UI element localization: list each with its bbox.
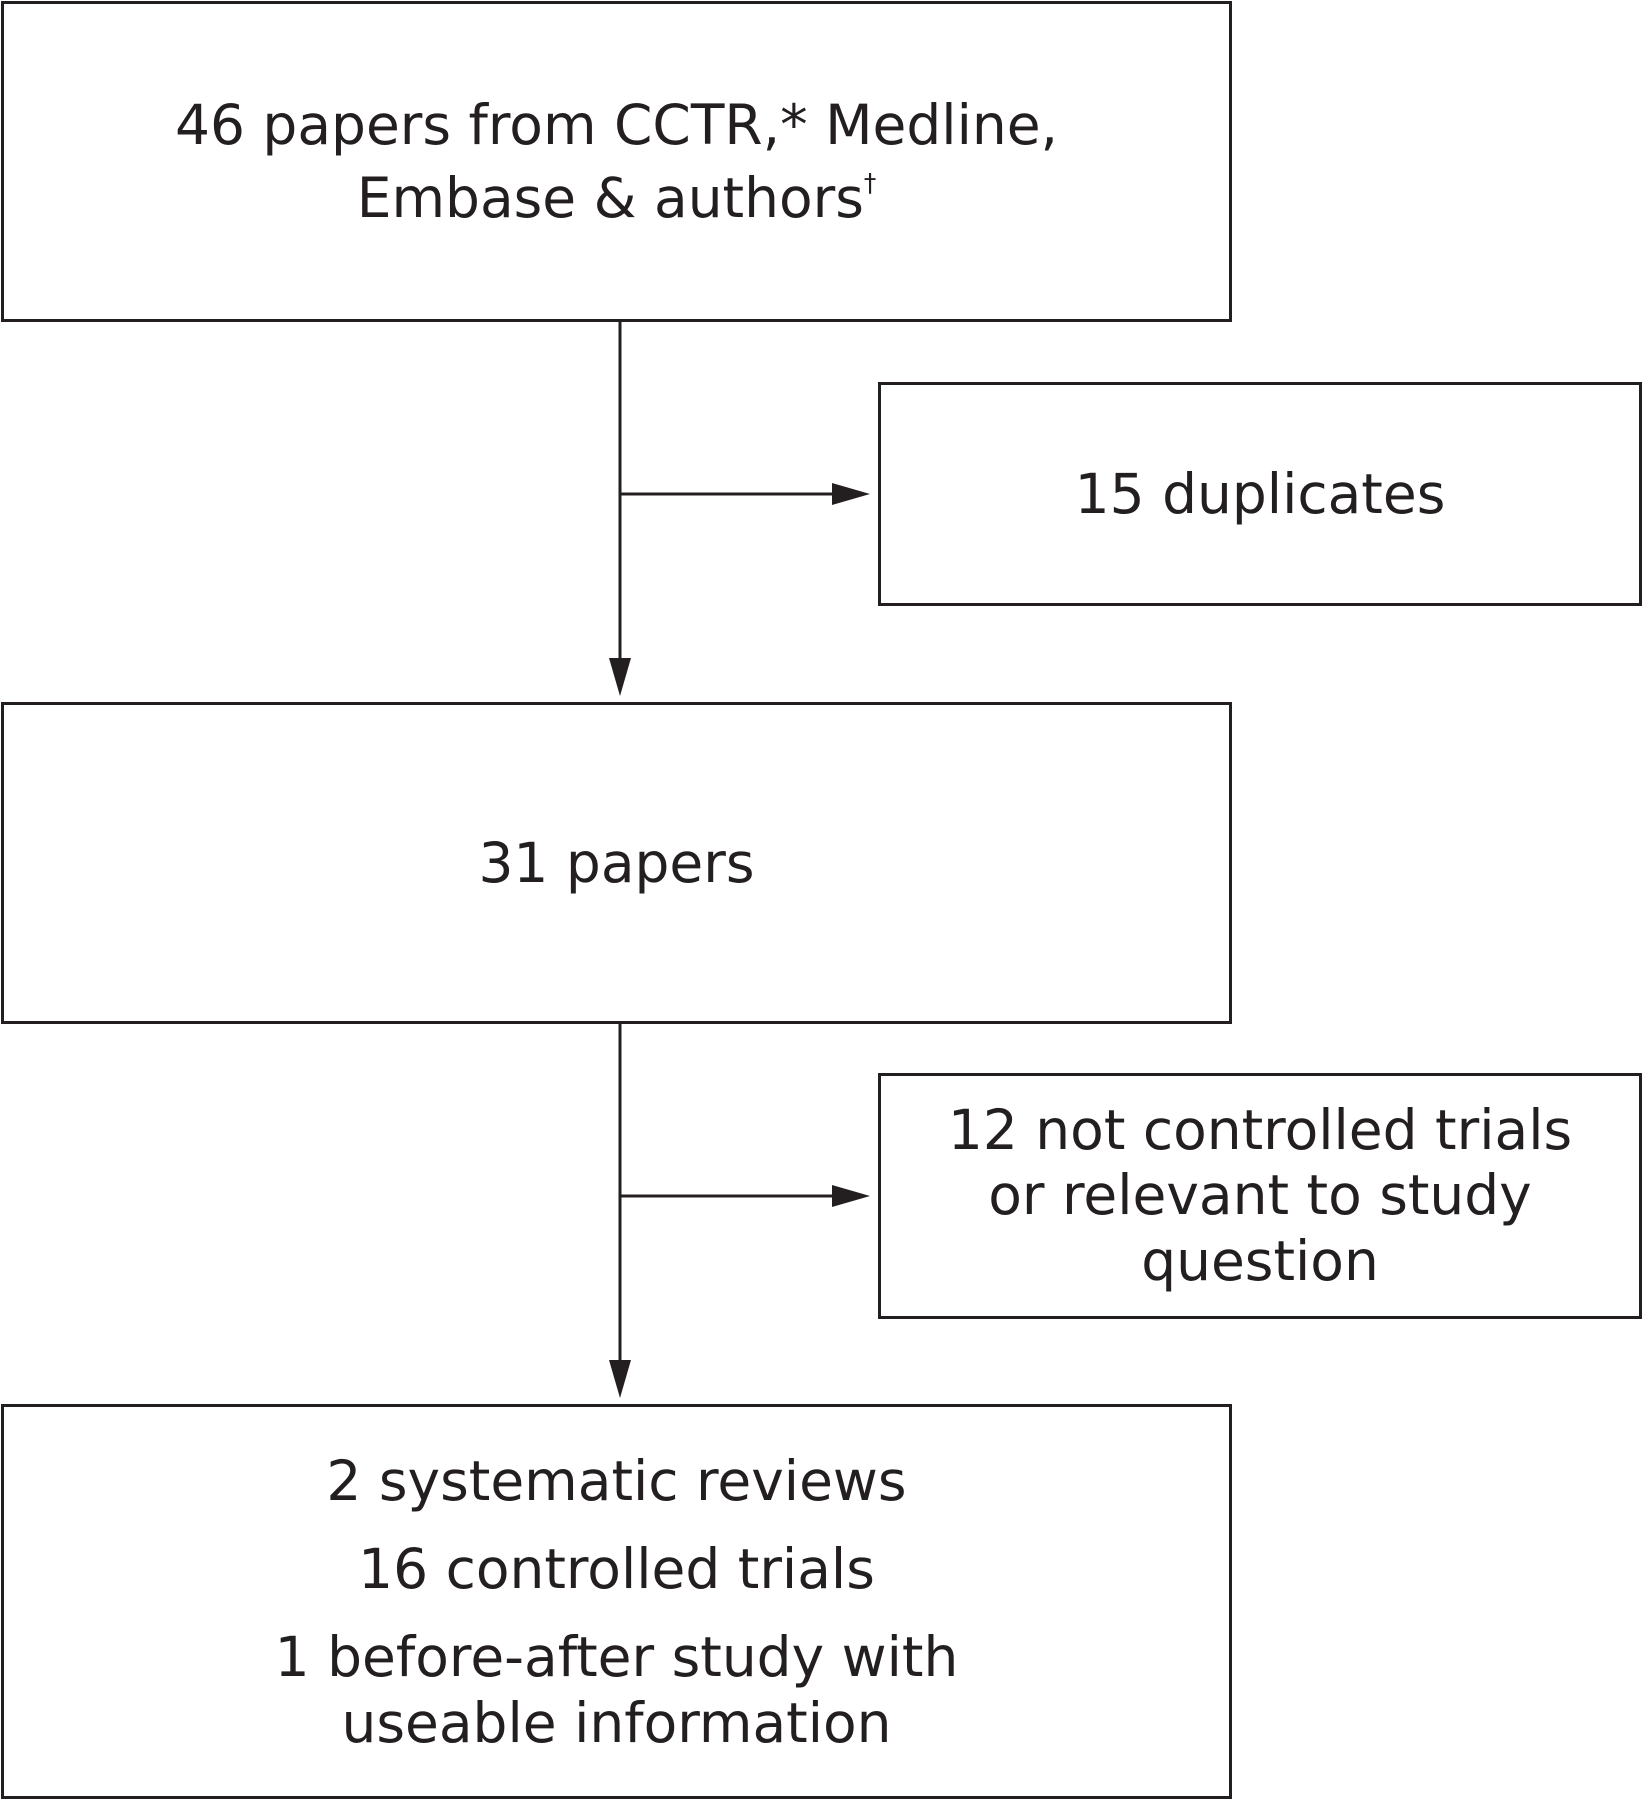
arrowhead-right-2	[832, 1185, 870, 1207]
final-line-1: 2 systematic reviews	[326, 1448, 907, 1513]
final-line-3: 1 before-after study with	[274, 1624, 959, 1689]
papers-label: 31 papers	[478, 831, 755, 895]
final-line-4: useable information	[341, 1690, 892, 1755]
dagger-mark: †	[863, 167, 877, 197]
source-line-2-wrap: Embase & authors†	[357, 162, 877, 235]
duplicates-label: 15 duplicates	[1074, 462, 1446, 526]
excluded-line-2: or relevant to study	[988, 1163, 1532, 1228]
source-line-1: 46 papers from CCTR,* Medline,	[174, 92, 1059, 157]
duplicates-box: 15 duplicates	[878, 382, 1642, 606]
source-line-2: Embase & authors	[356, 165, 864, 230]
final-line-2: 16 controlled trials	[358, 1536, 875, 1601]
source-papers-box: 46 papers from CCTR,* Medline, Embase & …	[1, 1, 1232, 322]
final-box: 2 systematic reviews 16 controlled trial…	[1, 1404, 1232, 1799]
arrowhead-right-1	[832, 483, 870, 505]
excluded-box: 12 not controlled trials or relevant to …	[878, 1073, 1642, 1319]
papers-box: 31 papers	[1, 702, 1232, 1024]
excluded-line-3: question	[1141, 1228, 1379, 1293]
excluded-line-1: 12 not controlled trials	[947, 1097, 1573, 1162]
arrowhead-down-2	[609, 1360, 631, 1398]
arrowhead-down-1	[609, 658, 631, 696]
